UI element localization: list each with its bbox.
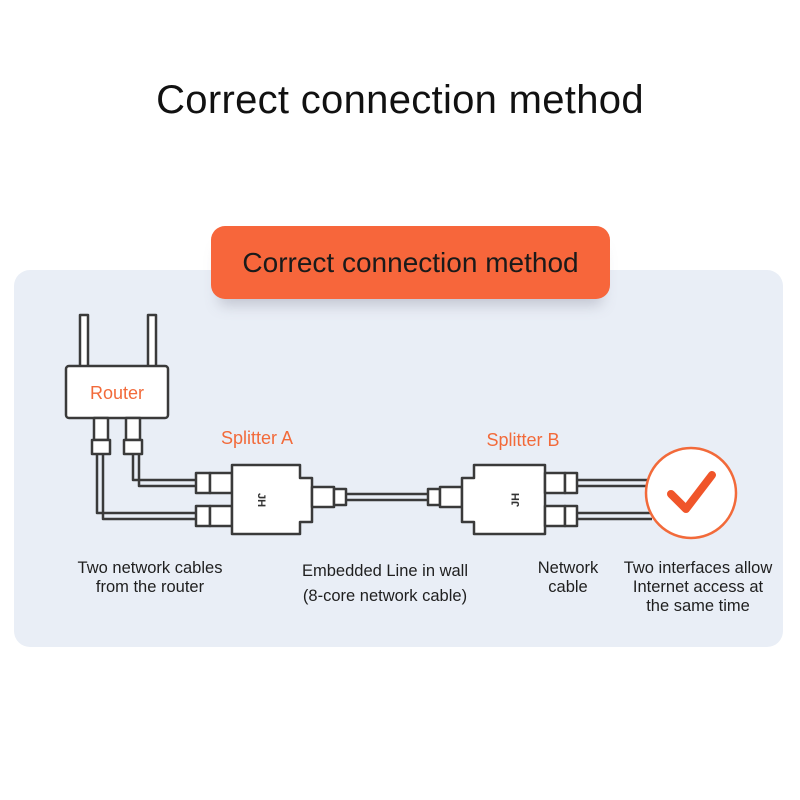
router-cables bbox=[95, 454, 196, 521]
caption-line: Two network cables bbox=[77, 559, 223, 577]
caption-network-cable: Network cable bbox=[525, 559, 611, 597]
caption-embedded-line: Embedded Line in wall (8-core network ca… bbox=[280, 559, 490, 609]
caption-line: the same time bbox=[646, 597, 750, 615]
section-banner: Correct connection method bbox=[211, 226, 610, 299]
splitter-a-device bbox=[194, 463, 348, 536]
splitter-a-label: Splitter A bbox=[221, 428, 293, 448]
caption-line: Network bbox=[537, 559, 599, 577]
check-icon bbox=[644, 446, 738, 540]
splitter-a-brand: JH bbox=[255, 493, 267, 507]
router-label: Router bbox=[90, 383, 144, 403]
router-icon bbox=[64, 313, 170, 456]
output-cables bbox=[577, 478, 652, 521]
caption-line: cable bbox=[548, 578, 588, 596]
caption-line: Two interfaces allow bbox=[623, 559, 773, 577]
caption-cables-from-router: Two network cables from the router bbox=[55, 559, 245, 597]
splitter-b-label: Splitter B bbox=[486, 430, 559, 450]
caption-line: (8-core network cable) bbox=[302, 587, 468, 605]
caption-line: Internet access at bbox=[632, 578, 764, 596]
caption-line: from the router bbox=[95, 578, 205, 596]
caption-two-interfaces: Two interfaces allow Internet access at … bbox=[612, 559, 784, 616]
page-title: Correct connection method bbox=[156, 78, 644, 122]
splitter-b-device bbox=[426, 463, 579, 536]
caption-line: Embedded Line in wall bbox=[301, 562, 469, 580]
splitter-b-brand: JH bbox=[510, 493, 522, 507]
diagram-panel bbox=[14, 270, 783, 647]
embedded-wall-cable bbox=[346, 492, 428, 502]
